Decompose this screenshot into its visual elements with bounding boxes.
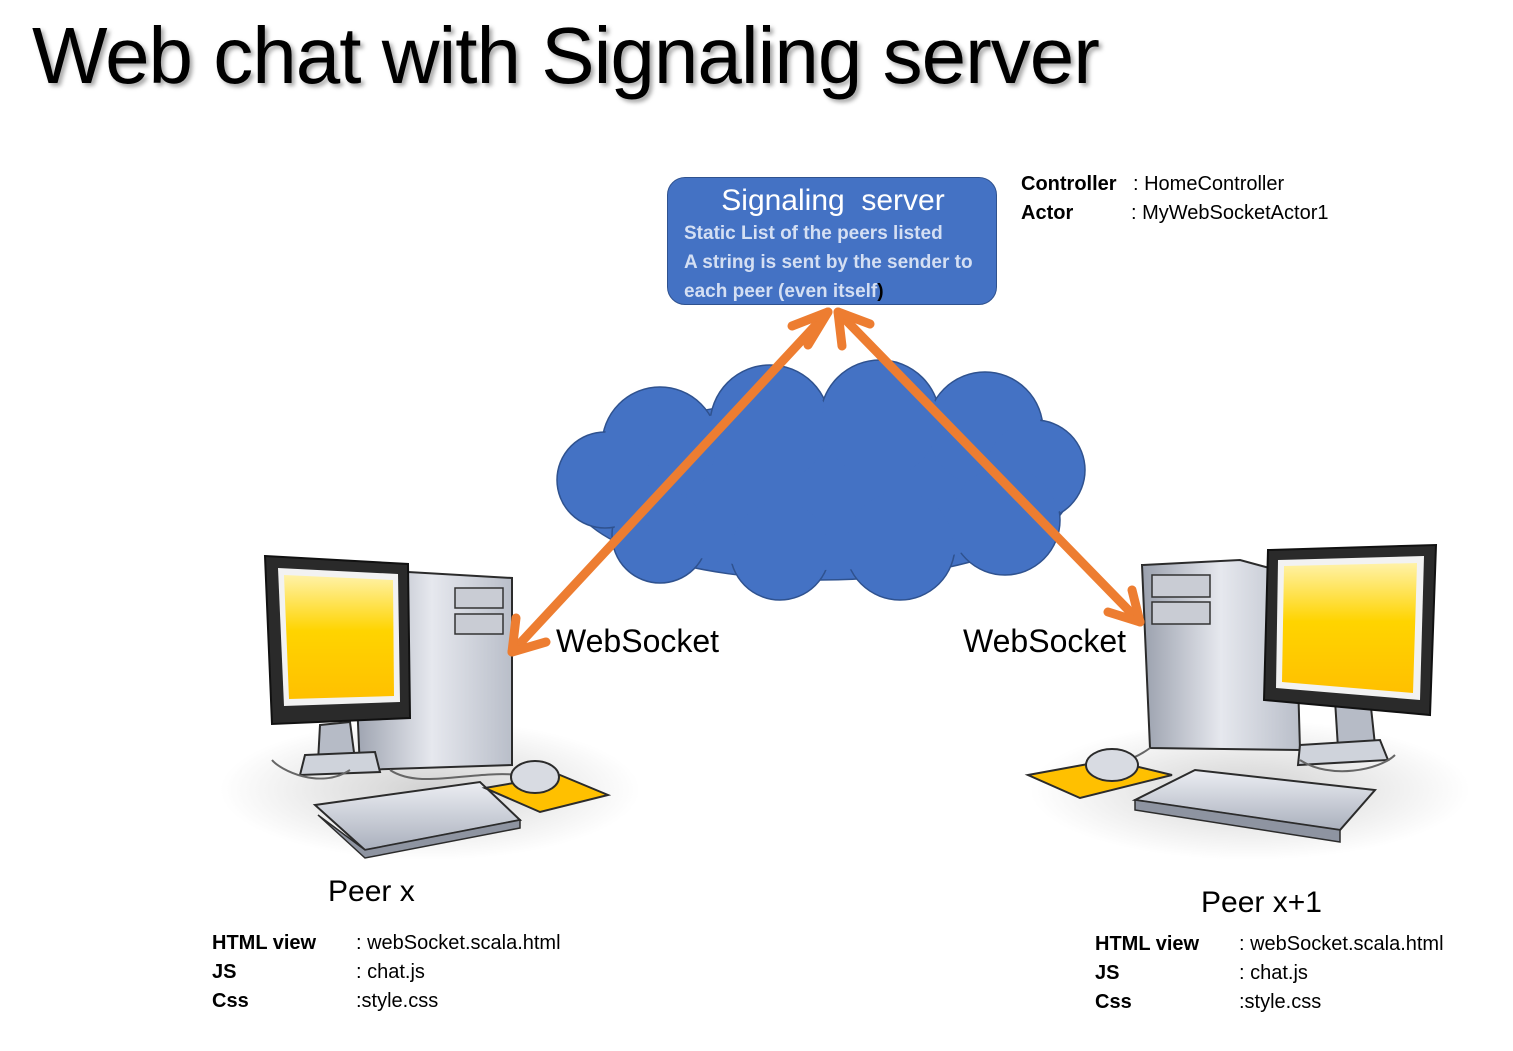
peer-name-left: Peer x	[328, 875, 415, 908]
server-description-line: each peer (even itself)	[684, 280, 884, 304]
signaling-server-box: Signaling server Static List of the peer…	[667, 177, 997, 305]
peer-name-right: Peer x+1	[1201, 886, 1322, 919]
websocket-label-right: WebSocket	[963, 623, 1127, 659]
peer-file-value: :style.css	[1239, 991, 1322, 1013]
server-description-line: A string is sent by the sender to	[684, 252, 973, 273]
controller-key: Controller	[1021, 173, 1117, 195]
websocket-arrow-right	[833, 307, 1145, 627]
server-title: Signaling server	[721, 184, 945, 217]
desktop-computer-icon	[220, 554, 640, 860]
peer-file-key: Css	[212, 990, 249, 1012]
server-description-paren: )	[877, 281, 884, 302]
desktop-computer-icon	[1024, 543, 1470, 860]
peer-file-value: : chat.js	[356, 961, 425, 983]
controller-value: : HomeController	[1133, 173, 1285, 195]
peer-file-key: HTML view	[212, 932, 317, 954]
peer-file-key: HTML view	[1095, 933, 1200, 955]
websocket-arrow-left	[507, 307, 833, 657]
peer-file-value: :style.css	[356, 990, 439, 1012]
peer-file-key: Css	[1095, 991, 1132, 1013]
server-description-line: Static List of the peers listed	[684, 223, 943, 244]
peer-file-value: : chat.js	[1239, 962, 1308, 984]
server-description-text: each peer (even itself	[684, 281, 878, 302]
peer-file-key: JS	[1095, 962, 1120, 984]
actor-value: : MyWebSocketActor1	[1131, 202, 1329, 224]
peer-file-value: : webSocket.scala.html	[356, 932, 561, 954]
diagram-title: Web chat with Signaling server	[32, 11, 1100, 100]
websocket-label-left: WebSocket	[556, 623, 720, 659]
peer-file-key: JS	[212, 961, 237, 983]
actor-key: Actor	[1021, 202, 1074, 224]
peer-file-value: : webSocket.scala.html	[1239, 933, 1444, 955]
